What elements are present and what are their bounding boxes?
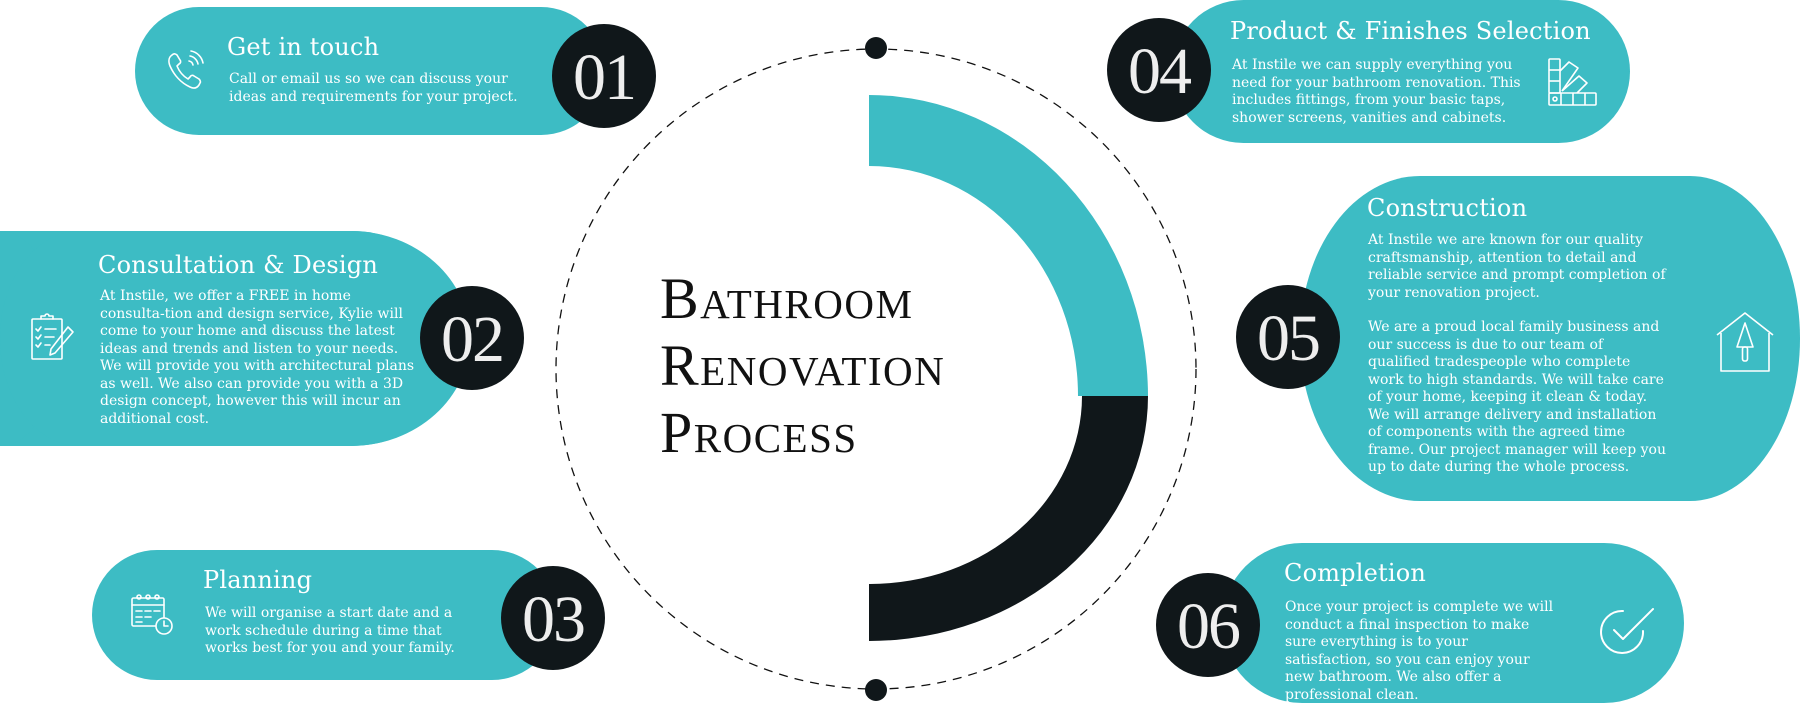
calendar-clock-icon [131, 594, 173, 635]
title-line-1: Bathroom [660, 266, 914, 331]
page-title: Bathroom Renovation Process [660, 265, 945, 466]
teal-arc [869, 94, 1148, 396]
step-title: Construction [1367, 194, 1528, 222]
clipboard-icon [31, 313, 74, 360]
step-card-product-finishes: Product & Finishes Selection At Instile … [1172, 0, 1630, 143]
check-circle-icon [1600, 608, 1654, 654]
step-card-construction: Construction At Instile we are known for… [1300, 176, 1800, 501]
step-description: We will organise a start date and a work… [205, 605, 455, 656]
step-title: Product & Finishes Selection [1230, 17, 1591, 45]
swatch-fan-icon [1548, 58, 1597, 106]
house-trowel-icon [1716, 312, 1774, 372]
step-title: Completion [1284, 559, 1427, 587]
step-description: Once your project is complete we will co… [1285, 599, 1554, 703]
step-number-badge: 01 [552, 24, 656, 128]
title-line-3: Process [660, 400, 858, 465]
step-number-badge: 03 [501, 566, 605, 670]
title-line-2: Renovation [660, 333, 946, 398]
step-description: At Instile, we offer a FREE in home cons… [100, 288, 415, 427]
step-description: At Instile we are known for our quality … [1368, 232, 1666, 301]
step-description: Call or email us so we can discuss your … [229, 71, 518, 105]
step-number-badge: 06 [1156, 573, 1260, 677]
step-description: At Instile we can supply everything you … [1232, 57, 1521, 126]
step-card-completion: Completion Once your project is complete… [1222, 543, 1684, 703]
step-card-consultation-design-body: Consultation & Design At Instile, we off… [0, 231, 470, 446]
top-dot [865, 37, 887, 59]
step-number-badge: 04 [1107, 18, 1211, 122]
step-card-planning: Planning We will organise a start date a… [92, 550, 557, 680]
bottom-dot [865, 679, 887, 701]
step-title: Planning [203, 566, 313, 594]
step-description-2: We are a proud local family business and… [1368, 319, 1667, 475]
phone-icon [168, 50, 204, 89]
dark-arc [869, 396, 1148, 641]
step-number-badge: 02 [420, 286, 524, 390]
step-title: Get in touch [227, 33, 380, 61]
step-card-get-in-touch: Get in touch Call or email us so we can … [135, 7, 605, 135]
step-title: Consultation & Design [98, 251, 378, 279]
step-number-badge: 05 [1236, 285, 1340, 389]
